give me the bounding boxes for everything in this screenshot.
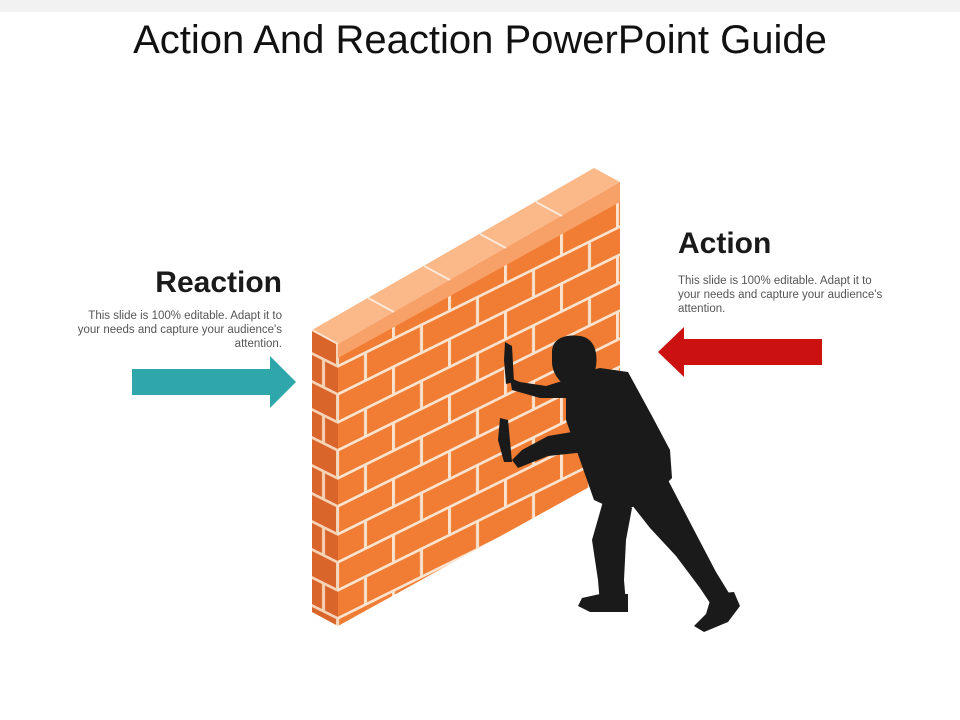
reaction-description: This slide is 100% editable. Adapt it to… xyxy=(77,310,282,350)
silhouette-upper-arm xyxy=(510,378,572,398)
wall-front-face xyxy=(338,202,620,626)
wall-top-front-edge xyxy=(338,182,620,358)
silhouette-back-shoe xyxy=(578,594,628,612)
reaction-arrow xyxy=(132,356,296,408)
top-strip xyxy=(0,0,960,12)
reaction-label: Reaction xyxy=(155,266,282,299)
action-label: Action xyxy=(678,227,772,260)
slide-title: Action And Reaction PowerPoint Guide xyxy=(133,18,827,62)
silhouette-upper-hand xyxy=(504,342,514,384)
action-description: This slide is 100% editable. Adapt it to… xyxy=(678,275,883,315)
silhouette-front-shoe xyxy=(694,592,740,632)
wall-top-face xyxy=(312,168,620,344)
brick-wall xyxy=(311,168,620,626)
wall-top-joints xyxy=(367,201,563,313)
wall-side-face xyxy=(312,330,338,626)
silhouette-front-leg xyxy=(628,480,732,612)
silhouette-lower-hand xyxy=(498,418,512,462)
silhouette-lower-arm xyxy=(512,430,586,468)
silhouette-torso xyxy=(566,368,672,512)
action-arrow xyxy=(658,327,822,377)
silhouette-back-leg xyxy=(592,498,632,604)
man-silhouette xyxy=(498,335,740,632)
